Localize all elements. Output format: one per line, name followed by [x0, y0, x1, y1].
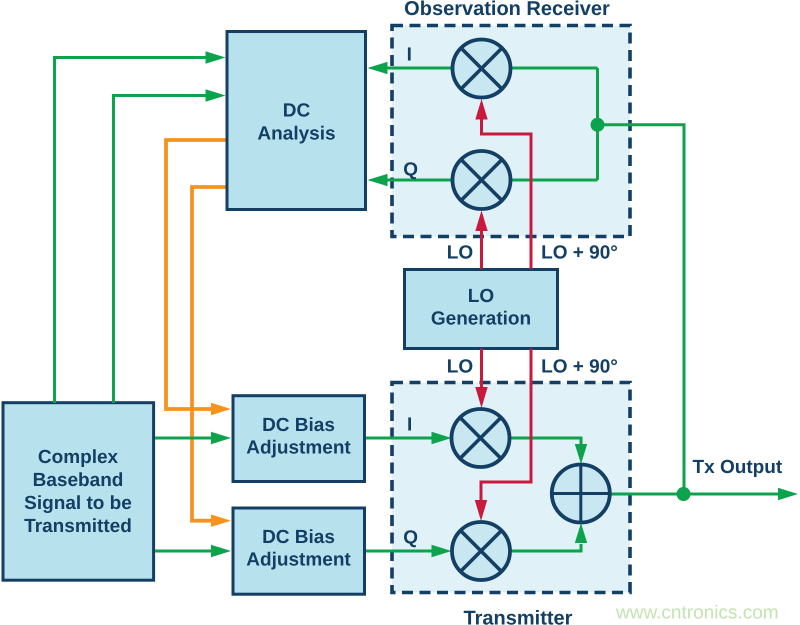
svg-text:LO: LO	[447, 357, 473, 378]
svg-text:DC: DC	[283, 100, 311, 121]
svg-text:Baseband: Baseband	[33, 470, 124, 491]
svg-text:LO + 90°: LO + 90°	[541, 243, 618, 264]
svg-text:Q: Q	[403, 528, 418, 549]
svg-text:Observation Receiver: Observation Receiver	[404, 0, 610, 20]
svg-text:Q: Q	[403, 160, 418, 181]
svg-text:LO: LO	[447, 243, 473, 264]
svg-text:DC Bias: DC Bias	[262, 415, 335, 436]
svg-text:Generation: Generation	[431, 309, 531, 330]
svg-text:Transmitted: Transmitted	[24, 516, 132, 537]
svg-text:DC Bias: DC Bias	[262, 527, 335, 548]
svg-text:Analysis: Analysis	[257, 123, 335, 144]
svg-text:www.cntronics.com: www.cntronics.com	[615, 603, 779, 624]
svg-text:Adjustment: Adjustment	[246, 550, 351, 571]
svg-text:I: I	[407, 415, 412, 436]
svg-text:Adjustment: Adjustment	[246, 437, 351, 458]
svg-text:Complex: Complex	[38, 447, 119, 468]
svg-text:I: I	[407, 45, 412, 66]
svg-text:Signal to be: Signal to be	[24, 493, 132, 514]
svg-text:LO: LO	[468, 286, 494, 307]
svg-text:Transmitter: Transmitter	[464, 608, 573, 625]
svg-text:Tx Output: Tx Output	[693, 457, 783, 478]
svg-text:LO + 90°: LO + 90°	[541, 357, 618, 378]
